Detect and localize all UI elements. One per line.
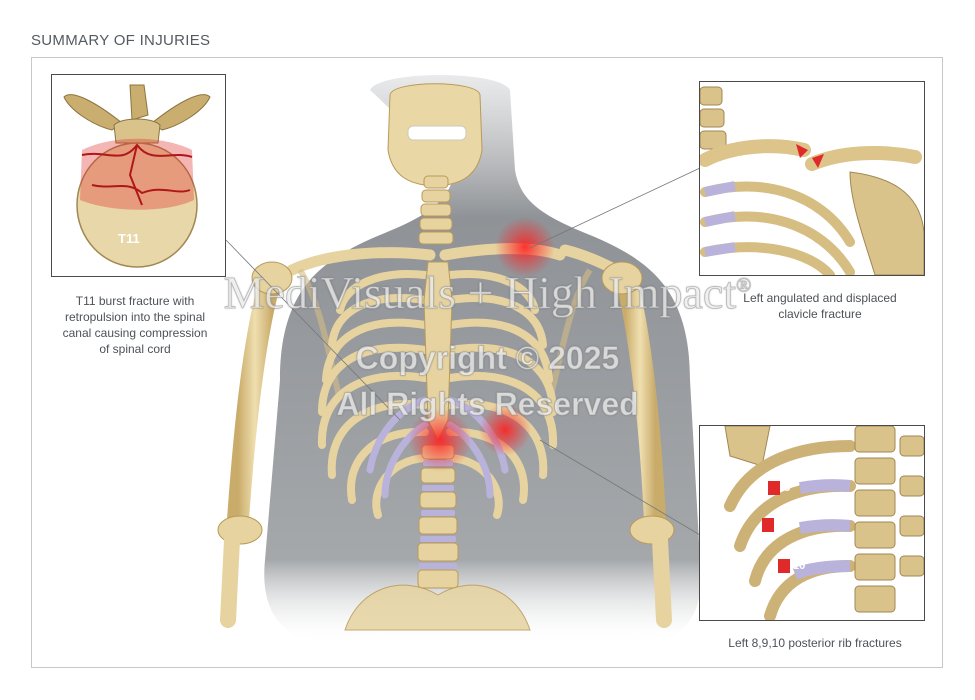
vertebral-body <box>76 142 198 268</box>
clavicle-illustration <box>700 82 924 275</box>
rib-label-10: 10 <box>793 560 805 572</box>
clavicle-lateral <box>805 145 922 171</box>
leader-lines <box>225 167 701 536</box>
clavicle-panel <box>699 81 925 276</box>
scapula <box>849 171 924 275</box>
fracture-lines <box>81 143 193 206</box>
teeth <box>407 125 467 141</box>
t11-caption-line-3: canal causing compression <box>62 326 208 340</box>
spinous-process <box>129 84 149 121</box>
pelvis <box>344 584 531 631</box>
clavicle-caption-line-2: clavicle fracture <box>778 307 862 321</box>
fracture-mark-lateral <box>812 154 824 168</box>
rib-10-fracture <box>778 559 790 573</box>
rib-fracture-glow <box>479 404 531 456</box>
page-title: SUMMARY OF INJURIES <box>31 32 211 49</box>
rib-fracture-panel: 8 9 10 <box>699 425 925 621</box>
t11-vertebra-illustration: T11 <box>63 84 211 268</box>
clavicle-caption: Left angulated and displaced clavicle fr… <box>725 290 915 322</box>
illustration-frame <box>31 57 943 668</box>
neck-vertebrae <box>700 86 727 150</box>
clavicle-medial <box>700 139 811 167</box>
rib-8-fracture <box>768 481 780 495</box>
t11-glow <box>408 408 472 472</box>
vertebra-label: T11 <box>118 231 140 246</box>
humerus-left <box>614 264 666 531</box>
transverse-process-right <box>151 94 211 131</box>
rib-caption: Left 8,9,10 posterior rib fractures <box>728 636 902 650</box>
t11-vertebra-panel: T11 <box>51 74 226 277</box>
cervical-spine <box>418 175 454 245</box>
ribs-left <box>446 270 558 519</box>
clavicle-caption-line-1: Left angulated and displaced <box>743 291 897 305</box>
t11-caption-line-2: retropulsion into the spinal <box>64 310 206 324</box>
humerus-right <box>227 264 283 531</box>
transverse-process-left <box>63 94 123 131</box>
rib-label-8: 8 <box>784 482 790 494</box>
fracture-mark-medial <box>796 144 808 158</box>
posterior-ribs-illustration: 8 9 10 <box>700 426 924 620</box>
clavicle-fracture-glow <box>495 217 555 277</box>
t11-caption-line-4: of spinal cord <box>99 342 171 356</box>
t11-caption-line-1: T11 burst fracture with <box>75 294 195 308</box>
clavicle-right <box>286 247 436 276</box>
rib-9-fracture <box>762 518 774 532</box>
t11-caption: T11 burst fracture with retropulsion int… <box>40 293 230 357</box>
thoracic-spine-posterior <box>854 426 924 613</box>
rib-label-9: 9 <box>778 519 784 531</box>
